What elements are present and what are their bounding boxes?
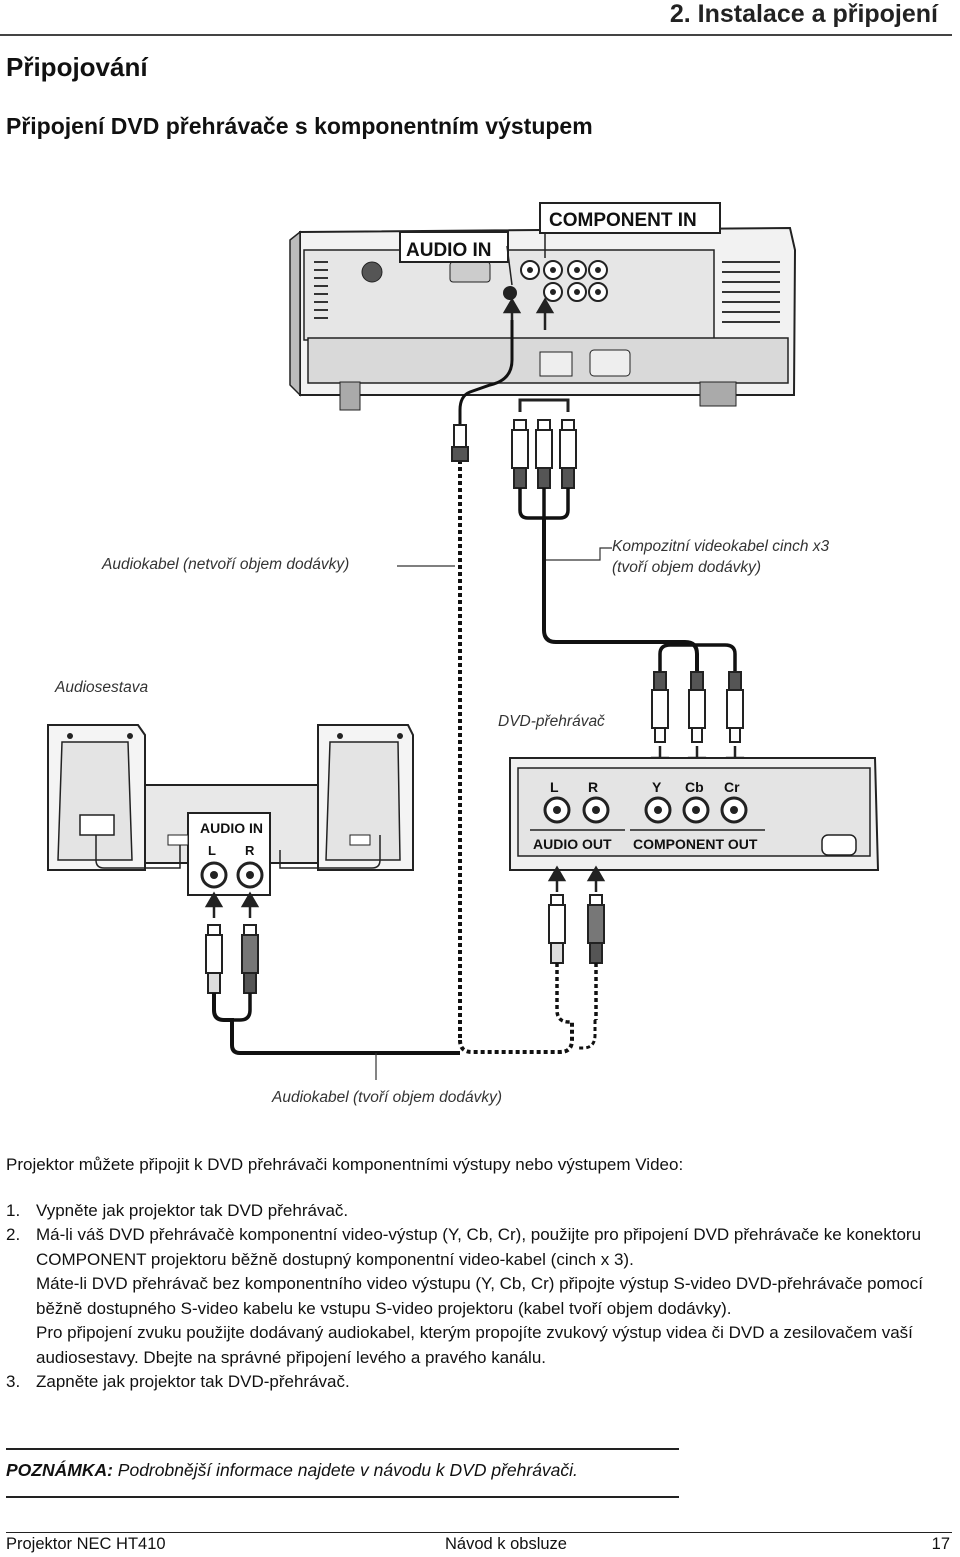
footer-product: Projektor NEC HT410 <box>6 1535 166 1553</box>
projector-illustration <box>289 202 797 411</box>
dvd-r-label: R <box>588 779 598 795</box>
note-text: Podrobnější informace najdete v návodu k… <box>112 1460 578 1480</box>
header-rule <box>0 34 952 36</box>
chapter-header: 2. Instalace a připojení <box>669 0 938 28</box>
step-1: 1. Vypněte jak projektor tak DVD přehráv… <box>6 1199 946 1224</box>
intro-paragraph: Projektor můžete připojit k DVD přehráva… <box>6 1155 684 1174</box>
step-2-text-audio: Pro připojení zvuku použijte dodávaný au… <box>36 1323 913 1367</box>
dvd-player-caption: DVD-přehrávač <box>498 713 605 730</box>
step-1-number: 1. <box>6 1200 21 1220</box>
projector-audio-in-label: AUDIO IN <box>406 240 492 261</box>
audio-cable-included-caption: Audiokabel (tvoří objem dodávky) <box>271 1089 502 1106</box>
step-3-text: Zapněte jak projektor tak DVD-přehrávač. <box>36 1372 350 1391</box>
component-out-label: COMPONENT OUT <box>633 836 758 852</box>
step-2-text-svideo: Máte-li DVD přehrávač bez komponentního … <box>36 1274 923 1318</box>
dvd-y-label: Y <box>652 779 662 795</box>
footer-rule <box>6 1532 952 1533</box>
component-plugs-top <box>511 419 577 489</box>
body-text: Projektor můžete připojit k DVD přehráva… <box>6 1153 946 1395</box>
step-2-number: 2. <box>6 1225 21 1244</box>
connection-diagram: AUDIO IN COMPONENT IN Audiokabel (netvoř… <box>47 202 880 1106</box>
audio-system-caption: Audiosestava <box>54 679 148 696</box>
video-cable-caption-line2: (tvoří objem dodávky) <box>612 559 761 576</box>
note-rule-top <box>6 1448 679 1450</box>
page-title: Připojování <box>6 52 148 82</box>
audio-cable-not-included-caption: Audiokabel (netvoří objem dodávky) <box>101 556 349 573</box>
speaker-audio-in-label: AUDIO IN <box>200 820 263 836</box>
section-title: Připojení DVD přehrávače s komponentním … <box>6 113 593 139</box>
footer-manual: Návod k obsluze <box>445 1535 567 1553</box>
step-1-text: Vypněte jak projektor tak DVD přehrávač. <box>36 1200 349 1220</box>
speaker-r-label: R <box>245 843 255 858</box>
step-2-text: Má-li váš DVD přehrávačè komponentní vid… <box>36 1225 922 1269</box>
step-3-number: 3. <box>6 1372 21 1391</box>
steps-list: 1. Vypněte jak projektor tak DVD přehráv… <box>6 1199 946 1395</box>
dvd-player-illustration <box>509 757 880 871</box>
note-label: POZNÁMKA: <box>6 1460 113 1480</box>
dvd-l-label: L <box>550 779 559 795</box>
step-3: 3. Zapněte jak projektor tak DVD-přehráv… <box>6 1370 946 1395</box>
dvd-cb-label: Cb <box>685 779 704 795</box>
audio-out-label: AUDIO OUT <box>533 836 612 852</box>
page-number: 17 <box>931 1535 950 1553</box>
component-in-label: COMPONENT IN <box>549 210 697 231</box>
note-rule-bottom <box>6 1496 679 1498</box>
note: POZNÁMKA: Podrobnější informace najdete … <box>6 1460 578 1481</box>
step-2: 2. Má-li váš DVD přehrávačè komponentní … <box>6 1223 946 1370</box>
audio-system-illustration <box>47 724 414 896</box>
speaker-l-label: L <box>208 843 216 858</box>
dvd-cr-label: Cr <box>724 779 740 795</box>
video-cable-caption-line1: Kompozitní videokabel cinch x3 <box>612 538 830 555</box>
